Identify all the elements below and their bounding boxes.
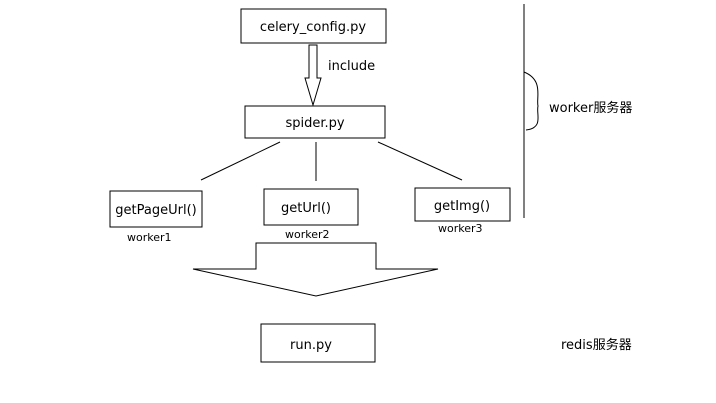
include-arrow (304, 44, 322, 107)
spider-node: spider.py (244, 105, 386, 139)
get-img-label: getImg() (434, 199, 490, 214)
worker3-label: worker3 (438, 222, 483, 235)
celery-config-node: celery_config.py (240, 8, 387, 44)
worker-server-brace (523, 71, 539, 131)
redis-server-label: redis服务器 (561, 337, 632, 353)
worker2-label: worker2 (285, 228, 330, 241)
celery-config-label: celery_config.py (260, 20, 366, 35)
get-page-url-label: getPageUrl() (115, 203, 196, 218)
get-img-node: getImg() (414, 187, 511, 222)
worker-server-label: worker服务器 (549, 100, 632, 116)
worker1-label: worker1 (127, 231, 172, 244)
include-label: include (328, 59, 375, 74)
edge-spider-getpageurl (200, 141, 281, 181)
run-label: run.py (290, 338, 332, 353)
edge-spider-getimg (377, 141, 463, 181)
run-node: run.py (260, 323, 376, 363)
get-page-url-node: getPageUrl() (109, 190, 203, 228)
merge-arrow (192, 242, 439, 297)
get-url-label: getUrl() (281, 201, 331, 216)
get-url-node: getUrl() (263, 188, 359, 226)
spider-label: spider.py (285, 116, 344, 131)
